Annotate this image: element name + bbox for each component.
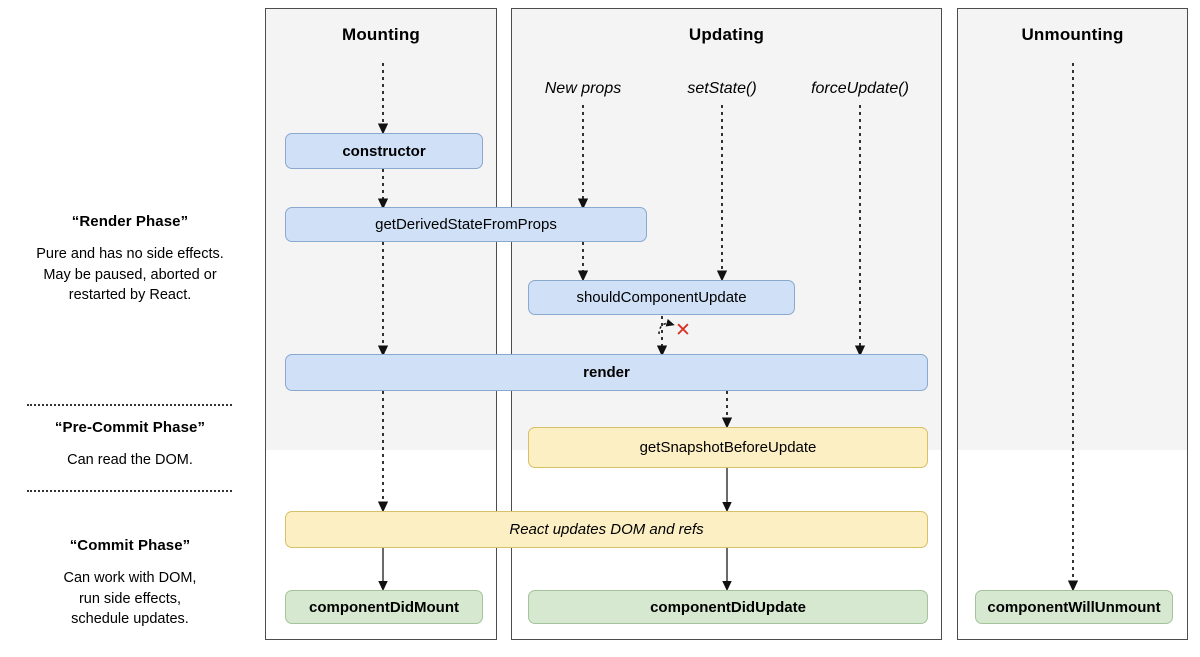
box-render[interactable]: render bbox=[285, 354, 928, 391]
trigger-new-props: New props bbox=[544, 80, 622, 97]
box-should-component-update[interactable]: shouldComponentUpdate bbox=[528, 280, 795, 315]
legend-divider-bottom bbox=[27, 490, 232, 492]
legend-pre-commit-phase-body: Can read the DOM. bbox=[67, 452, 193, 468]
column-title-mounting: Mounting bbox=[341, 25, 421, 44]
column-title-updating: Updating bbox=[688, 25, 765, 44]
legend-render-phase: “Render Phase” Pure and has no side effe… bbox=[0, 213, 260, 306]
legend-render-phase-body: Pure and has no side effects. May be pau… bbox=[36, 246, 224, 304]
box-constructor[interactable]: constructor bbox=[285, 133, 483, 169]
legend-commit-phase-body: Can work with DOM, run side effects, sch… bbox=[63, 570, 197, 628]
legend-divider-top bbox=[27, 404, 232, 406]
legend-commit-phase-title: “Commit Phase” bbox=[69, 537, 191, 554]
legend-pre-commit-phase-title: “Pre-Commit Phase” bbox=[54, 419, 206, 436]
box-component-did-mount[interactable]: componentDidMount bbox=[285, 590, 483, 624]
unmounting-render-panel bbox=[957, 8, 1188, 451]
trigger-force-update: forceUpdate() bbox=[811, 80, 909, 97]
legend-commit-phase: “Commit Phase” Can work with DOM, run si… bbox=[0, 537, 260, 630]
box-get-snapshot-before-update[interactable]: getSnapshotBeforeUpdate bbox=[528, 427, 928, 468]
legend-render-phase-title: “Render Phase” bbox=[71, 213, 189, 230]
box-component-will-unmount[interactable]: componentWillUnmount bbox=[975, 590, 1173, 624]
box-react-updates-dom-and-refs[interactable]: React updates DOM and refs bbox=[285, 511, 928, 548]
trigger-set-state: setState() bbox=[687, 80, 757, 97]
box-component-did-update[interactable]: componentDidUpdate bbox=[528, 590, 928, 624]
column-title-unmounting: Unmounting bbox=[1021, 25, 1124, 44]
box-get-derived-state-from-props[interactable]: getDerivedStateFromProps bbox=[285, 207, 647, 242]
legend-pre-commit-phase: “Pre-Commit Phase” Can read the DOM. bbox=[0, 419, 260, 471]
skip-render-x-icon: ✕ bbox=[675, 319, 691, 341]
